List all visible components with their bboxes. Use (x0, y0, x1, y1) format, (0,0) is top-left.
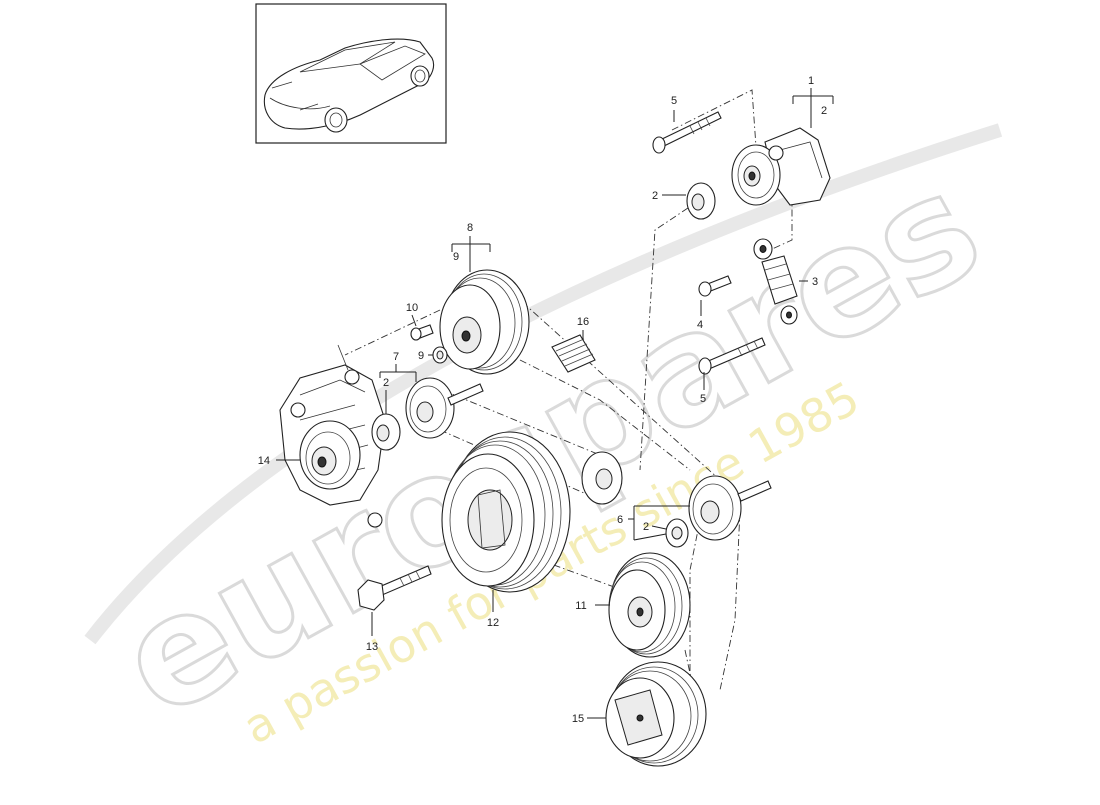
callout-8: 8 (467, 222, 473, 234)
callout-5-top: 5 (671, 95, 677, 107)
part-belt-16 (551, 334, 596, 373)
callout-11: 11 (575, 600, 586, 612)
part-damper (753, 238, 798, 325)
part-pulley-8 (439, 269, 530, 375)
part-compressor-clutch (605, 661, 707, 767)
callout-6: 6 (617, 514, 623, 526)
callout-5-lower: 5 (700, 393, 706, 405)
part-idler-center (581, 451, 623, 505)
callout-labels: 1 2 5 2 3 4 5 8 9 16 10 9 7 2 14 6 2 11 … (258, 75, 827, 725)
callout-3: 3 (812, 276, 818, 288)
callout-2-tensioner: 2 (821, 105, 827, 117)
callout-2-idler6: 2 (643, 521, 649, 533)
part-pulley-11 (608, 552, 691, 658)
callout-12: 12 (487, 617, 499, 629)
bolt-5-top (659, 111, 722, 147)
callout-15: 15 (572, 713, 584, 725)
watermark: eurospares a passion for parts since 198… (84, 123, 1008, 755)
callout-16: 16 (577, 316, 589, 328)
callout-4: 4 (697, 319, 703, 331)
callout-14: 14 (258, 455, 270, 467)
leader-lines (276, 88, 834, 719)
part-belt-tensioner (731, 127, 831, 206)
part-crank-pulley (441, 431, 571, 593)
vehicle-thumbnail (255, 3, 447, 144)
part-idler-6 (665, 475, 772, 548)
part-bolt-13 (357, 565, 432, 611)
callout-2-washer: 2 (652, 190, 658, 202)
part-bolts (652, 111, 766, 375)
callout-9-nut: 9 (418, 350, 424, 362)
car-illustration (263, 38, 435, 133)
part-alternator (279, 344, 386, 528)
part-idler-7 (371, 377, 484, 451)
part-washer-top (686, 182, 716, 220)
callout-1: 1 (808, 75, 814, 87)
callout-9-bracket: 9 (453, 251, 459, 263)
callout-10: 10 (406, 302, 418, 314)
watermark-brand: eurospares (93, 139, 1007, 751)
callout-2-idler: 2 (383, 377, 389, 389)
callout-13: 13 (366, 641, 378, 653)
callout-7: 7 (393, 351, 399, 363)
